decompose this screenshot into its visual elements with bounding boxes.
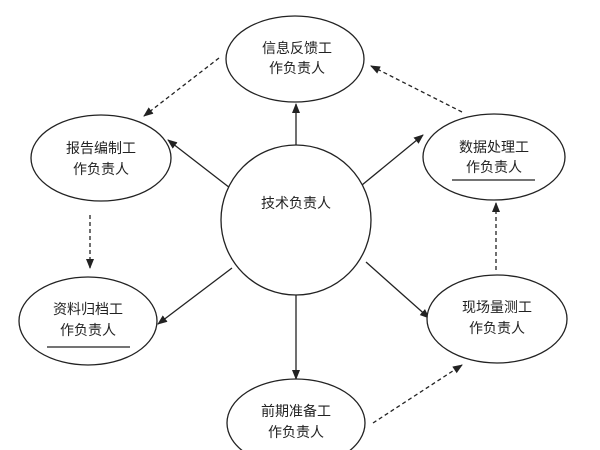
- node-data-line2: 作负责人: [466, 160, 522, 176]
- node-survey-line2: 作负责人: [469, 321, 525, 337]
- node-survey-line1: 现场量测工: [462, 300, 532, 316]
- node-archive: 资料归档工 作负责人: [18, 276, 158, 366]
- node-survey: 现场量测工 作负责人: [426, 274, 568, 364]
- node-report: 报告编制工 作负责人: [30, 114, 172, 202]
- dashed-arrow-prep-to-survey: [372, 364, 463, 424]
- arrow-center-to-report: [167, 139, 231, 189]
- arrow-center-to-data: [361, 134, 424, 186]
- dashed-arrow-info-to-report: [143, 57, 220, 117]
- node-prep: 前期准备工 作负责人: [226, 378, 366, 450]
- node-info-line2: 作负责人: [269, 61, 325, 77]
- arrow-center-to-survey: [365, 261, 430, 319]
- node-prep-line1: 前期准备工: [261, 403, 331, 420]
- node-report-line1: 报告编制工: [66, 141, 136, 157]
- node-data-line1: 数据处理工: [459, 140, 529, 156]
- center-node: 技术负责人: [220, 144, 372, 296]
- node-archive-line1: 资料归档工: [53, 301, 123, 318]
- arrow-center-to-archive: [157, 267, 233, 325]
- dashed-arrow-data-to-info: [370, 65, 463, 113]
- node-data: 数据处理工 作负责人: [422, 113, 566, 201]
- node-report-line2: 作负责人: [73, 162, 129, 178]
- center-label: 技术负责人: [261, 196, 331, 212]
- node-info: 信息反馈工 作负责人: [225, 15, 365, 103]
- node-prep-line2: 作负责人: [268, 425, 324, 441]
- node-info-line1: 信息反馈工: [262, 40, 332, 57]
- node-archive-line2: 作负责人: [60, 323, 116, 339]
